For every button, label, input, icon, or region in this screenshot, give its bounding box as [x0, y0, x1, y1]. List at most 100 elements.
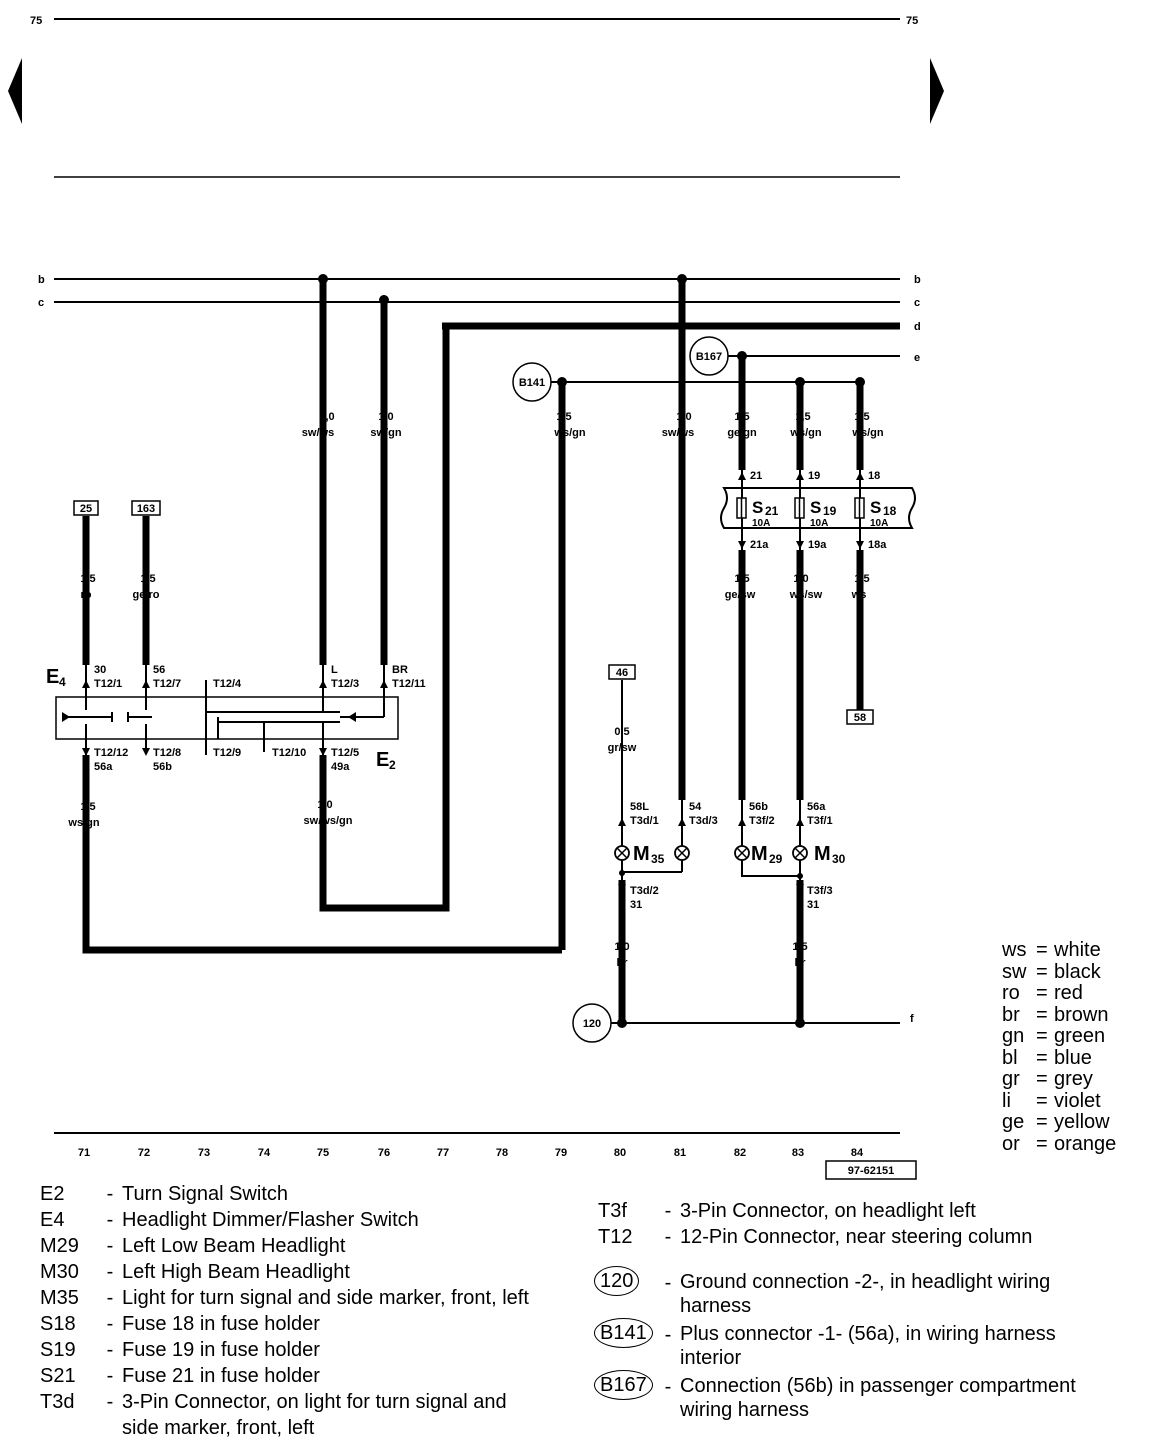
connection-legend: 120 - Ground connection -2-, in headligh… [594, 1266, 1076, 1422]
svg-text:30: 30 [94, 664, 106, 676]
component-m35-sub: 35 [651, 852, 665, 866]
component-m30-sub: 30 [832, 852, 846, 866]
wire-color: ws [851, 589, 867, 601]
wire-gauge: 1,5 [140, 573, 155, 585]
bus-label-b-right: b [914, 274, 921, 286]
wire-color: ws/sw [789, 589, 823, 601]
svg-text:82: 82 [734, 1147, 746, 1159]
ref-box-25[interactable]: 25 [73, 500, 99, 516]
ref-box-163[interactable]: 163 [131, 500, 161, 516]
color-code-row: ge=yellow [1002, 1111, 1110, 1133]
svg-text:21a: 21a [750, 539, 769, 551]
wires [82, 279, 864, 1023]
legend-row: T3f-3-Pin Connector, on headlight left [598, 1200, 976, 1222]
svg-text:73: 73 [198, 1147, 210, 1159]
wire-color: ws/gn [851, 427, 883, 439]
svg-text:18a: 18a [868, 539, 887, 551]
color-code-row: br=brown [1002, 1003, 1109, 1026]
wire-color: sw/ws [302, 427, 334, 439]
fuse-sub: 21 [765, 504, 779, 518]
connector-circle-icon: B141 [594, 1318, 653, 1348]
ref-box-46[interactable]: 46 [608, 664, 636, 680]
thin-wires [621, 680, 800, 880]
wire-color: ws/gn [67, 817, 99, 829]
svg-text:T3d/2: T3d/2 [630, 885, 659, 897]
svg-text:77: 77 [437, 1147, 449, 1159]
svg-text:75: 75 [317, 1147, 329, 1159]
svg-text:B141: B141 [519, 377, 545, 389]
wire-gauge: 1,5 [854, 573, 869, 585]
junction-dots [318, 274, 865, 1028]
bus-lines [54, 278, 900, 1024]
legend-row: S18-Fuse 18 in fuse holder [40, 1313, 320, 1335]
wire-color: ws/gn [553, 427, 585, 439]
svg-text:L: L [331, 664, 338, 676]
legend-row: S21-Fuse 21 in fuse holder [40, 1365, 320, 1387]
component-e2-label: E [376, 749, 389, 771]
legend-row: T3d-3-Pin Connector, on light for turn s… [40, 1391, 507, 1413]
ground-120: 120 [572, 1003, 612, 1043]
component-e4-label: E [46, 666, 59, 688]
wire-color: ge/sw [725, 589, 756, 601]
fuse-labels: 21 19 18 21a 19a 18a S 21 S 19 S 18 10A … [750, 470, 897, 551]
legend-row: T12-12-Pin Connector, near steering colu… [598, 1226, 1033, 1248]
ref-box-58[interactable]: 58 [846, 709, 874, 725]
wire-color: ge/gn [727, 427, 757, 439]
fuse-arrows [738, 472, 864, 549]
svg-text:80: 80 [614, 1147, 626, 1159]
fuse-name: S [810, 498, 821, 517]
svg-text:25: 25 [80, 503, 92, 515]
legend-row-continued: side marker, front, left [122, 1417, 315, 1439]
lamp-arrows [618, 818, 804, 892]
prev-page-arrow-icon[interactable] [8, 58, 22, 124]
wire-gauge: 1,5 [80, 573, 95, 585]
svg-text:T12/12: T12/12 [94, 747, 128, 759]
wire-gauge: 1,5 [792, 941, 807, 953]
svg-text:81: 81 [674, 1147, 686, 1159]
svg-text:84: 84 [851, 1147, 864, 1159]
bus-label-c-right: c [914, 297, 920, 309]
next-page-arrow-icon[interactable] [930, 58, 944, 124]
svg-text:T12/8: T12/8 [153, 747, 181, 759]
page-number-right: 75 [906, 15, 918, 27]
wire-gauge: 1,0 [317, 799, 332, 811]
svg-text:49a: 49a [331, 761, 350, 773]
fuse-rating: 10A [752, 518, 770, 529]
color-code-row: sw=black [1002, 960, 1101, 983]
svg-text:T3d/1: T3d/1 [630, 815, 659, 827]
wire-gauge: 1,0 [378, 411, 393, 423]
svg-text:76: 76 [378, 1147, 390, 1159]
svg-text:T12/11: T12/11 [392, 678, 426, 690]
connector-b167: B167 [689, 336, 729, 376]
wire-color: ro [81, 589, 92, 601]
svg-text:19a: 19a [808, 539, 827, 551]
svg-text:T3f/3: T3f/3 [807, 885, 833, 897]
svg-text:T3f/1: T3f/1 [807, 815, 833, 827]
component-e4-sub: 4 [59, 675, 66, 689]
svg-text:163: 163 [137, 503, 155, 515]
svg-text:56b: 56b [749, 801, 768, 813]
fuse-name: S [752, 498, 763, 517]
svg-text:T12/3: T12/3 [331, 678, 359, 690]
svg-text:72: 72 [138, 1147, 150, 1159]
bus-label-c-left: c [38, 297, 44, 309]
svg-text:97-62151: 97-62151 [848, 1165, 895, 1177]
ground-circle-icon: 120 [594, 1266, 640, 1296]
wire-gauge: 0,5 [614, 726, 629, 738]
wire-gauge: 1,5 [734, 573, 749, 585]
svg-text:46: 46 [616, 667, 628, 679]
svg-text:T12/9: T12/9 [213, 747, 241, 759]
wire-gauge: 1,0 [793, 573, 808, 585]
wire-color: br [795, 957, 807, 969]
bus-label-d: d [914, 321, 921, 333]
wire-color: ws/gn [789, 427, 821, 439]
color-code-row: gr=grey [1002, 1068, 1093, 1090]
svg-text:74: 74 [258, 1147, 271, 1159]
svg-text:31: 31 [807, 899, 819, 911]
wire-gauge: 1,0 [319, 411, 334, 423]
svg-text:58: 58 [854, 712, 866, 724]
wire-gauge: 1,5 [795, 411, 810, 423]
component-legend-left: E2-Turn Signal Switch E4-Headlight Dimme… [40, 1181, 529, 1441]
svg-text:T12/5: T12/5 [331, 747, 359, 759]
page-number-left: 75 [30, 15, 42, 27]
